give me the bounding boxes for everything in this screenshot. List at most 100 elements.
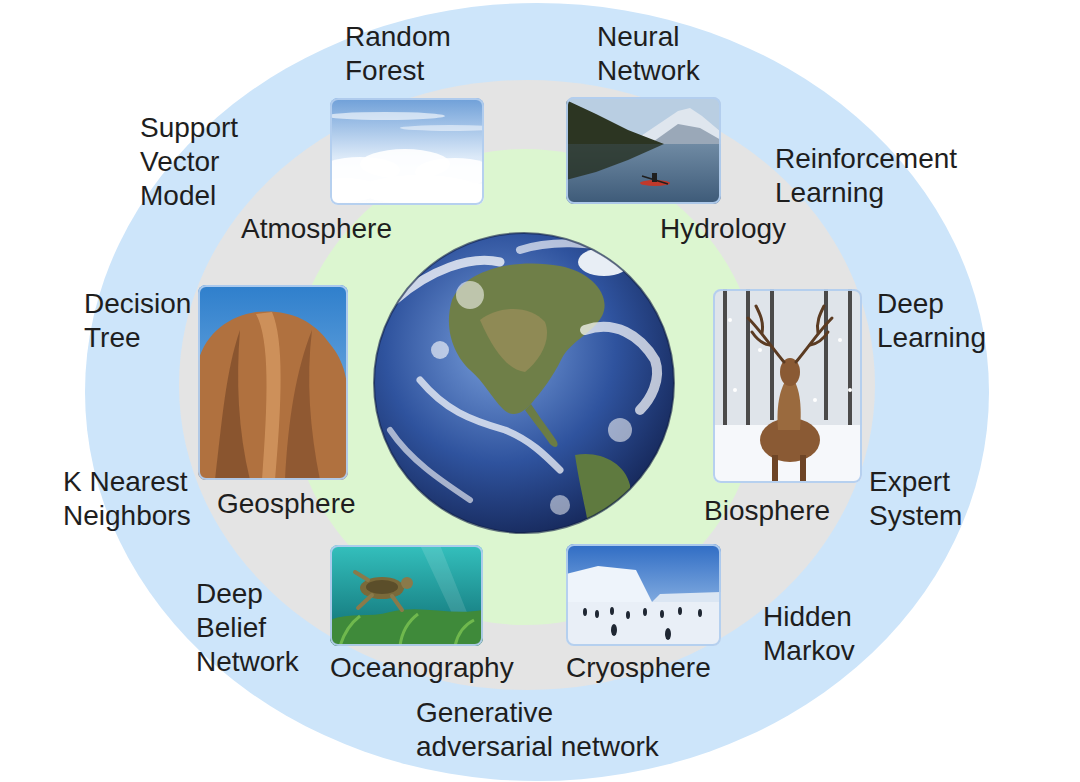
biosphere-photo-art	[746, 289, 750, 425]
method-label: Reinforcement Learning	[775, 142, 990, 210]
earth-globe	[520, 243, 620, 250]
biosphere-photo-art	[748, 306, 832, 362]
geosphere-photo-art	[256, 312, 281, 480]
hydrology-photo-art	[566, 144, 721, 204]
biosphere-photo-art	[817, 306, 824, 333]
method-label: Generative adversarial network	[416, 696, 676, 764]
biosphere-photo-art	[848, 289, 852, 430]
oceanography-photo-art	[330, 609, 483, 646]
biosphere-photo-art	[848, 388, 852, 392]
hydrology-photo-art	[566, 97, 721, 144]
biosphere-photo-art	[796, 318, 832, 362]
hydrology-photo-art	[650, 124, 721, 144]
atmosphere-photo-art	[445, 183, 484, 205]
biosphere-photo-art	[748, 318, 784, 362]
biosphere-photo-art	[728, 318, 852, 402]
cryosphere-photo-art	[583, 608, 587, 616]
oceanography-photo-art	[330, 545, 483, 646]
geosphere-photo-art	[198, 285, 348, 480]
method-label: Random Forest	[345, 20, 470, 88]
biosphere-photo-art	[725, 289, 850, 430]
biosphere-photo-art	[772, 455, 778, 481]
sphere-photo: Hydrology	[566, 97, 721, 204]
biosphere-photo-art	[813, 398, 817, 402]
earth-globe	[608, 418, 632, 442]
earth-globe	[420, 380, 560, 470]
oceanography-photo-art	[420, 545, 470, 620]
earth-globe	[456, 281, 484, 309]
earth-globe	[480, 309, 547, 372]
cryosphere-photo-art	[595, 610, 599, 618]
biosphere-photo-art	[800, 455, 806, 481]
sphere-label: Atmosphere	[241, 212, 392, 246]
method-label: K Nearest Neighbors	[63, 465, 203, 533]
ring-ellipses	[179, 80, 875, 690]
atmosphere-photo-art	[330, 112, 445, 120]
hydrology-photo-art	[566, 97, 721, 204]
earth-globe	[585, 327, 657, 410]
hydrology-photo-art	[642, 176, 668, 184]
geosphere-photo-art	[215, 330, 250, 480]
oceanography-photo-art	[366, 580, 398, 594]
earth-globe	[374, 233, 674, 533]
atmosphere-photo-art	[330, 98, 484, 205]
method-label: Deep Learning	[877, 287, 1002, 355]
oceanography-photo-art	[330, 545, 483, 646]
earth-globe	[431, 341, 449, 359]
sphere-photo: Geosphere	[198, 285, 348, 480]
biosphere-photo-art	[838, 338, 842, 342]
cryosphere-photo-art	[652, 592, 721, 602]
biosphere-photo-art	[756, 306, 763, 333]
sphere-label: Oceanography	[330, 651, 514, 685]
sphere-photo: Cryosphere	[566, 544, 721, 646]
earth-globe	[449, 263, 605, 414]
cryosphere-photo-art	[566, 602, 721, 646]
atmosphere-photo-art	[400, 125, 484, 131]
geosphere-photo-art	[198, 285, 348, 480]
ring-ellipses	[85, 3, 989, 781]
cryosphere-photo-art	[698, 609, 702, 617]
biosphere-photo-art	[728, 318, 732, 322]
cryosphere-photo-art	[566, 544, 721, 646]
sphere-label: Cryosphere	[566, 651, 711, 685]
sphere-label: Biosphere	[704, 494, 830, 528]
geosphere-photo-art	[285, 330, 320, 480]
sphere-label: Hydrology	[660, 212, 786, 246]
earth-globe	[395, 260, 500, 300]
method-label: Decision Tree	[84, 287, 199, 355]
sphere-photo: Atmosphere	[330, 98, 484, 205]
cryosphere-photo-art	[566, 566, 652, 602]
cryosphere-photo-art	[643, 608, 647, 616]
cryosphere-photo-art	[611, 624, 617, 636]
cryosphere-photo-art	[660, 610, 664, 618]
method-label: Neural Network	[597, 20, 727, 88]
biosphere-photo-art	[713, 289, 862, 483]
cryosphere-photo-art	[566, 544, 721, 646]
geosphere-photo-art	[198, 311, 348, 480]
method-label: Deep Belief Network	[196, 577, 316, 679]
earth-globe	[390, 430, 470, 500]
hydrology-photo-art	[566, 100, 664, 144]
biosphere-photo-art	[758, 348, 762, 352]
cryosphere-photo-art	[626, 611, 630, 619]
oceanography-photo-art	[340, 614, 474, 646]
earth-globe	[550, 495, 570, 515]
earth-globe	[578, 248, 630, 276]
hydrology-photo-art	[566, 144, 664, 180]
oceanography-photo-art	[401, 577, 413, 589]
cryosphere-photo-art	[610, 607, 614, 615]
sphere-label: Geosphere	[217, 487, 356, 521]
method-label: Expert System	[869, 465, 979, 533]
sphere-photo: Biosphere	[713, 289, 862, 483]
earth-globe	[390, 243, 657, 540]
biosphere-photo-art	[770, 289, 774, 420]
earth-globe	[374, 233, 674, 540]
oceanography-photo-art	[355, 572, 402, 610]
biosphere-photo-art	[733, 388, 737, 392]
biosphere-photo-art	[713, 289, 862, 483]
cryosphere-photo-art	[678, 607, 682, 615]
ring-ellipses	[85, 3, 989, 781]
sphere-photo: Oceanography	[330, 545, 483, 646]
biosphere-photo-art	[723, 289, 727, 430]
